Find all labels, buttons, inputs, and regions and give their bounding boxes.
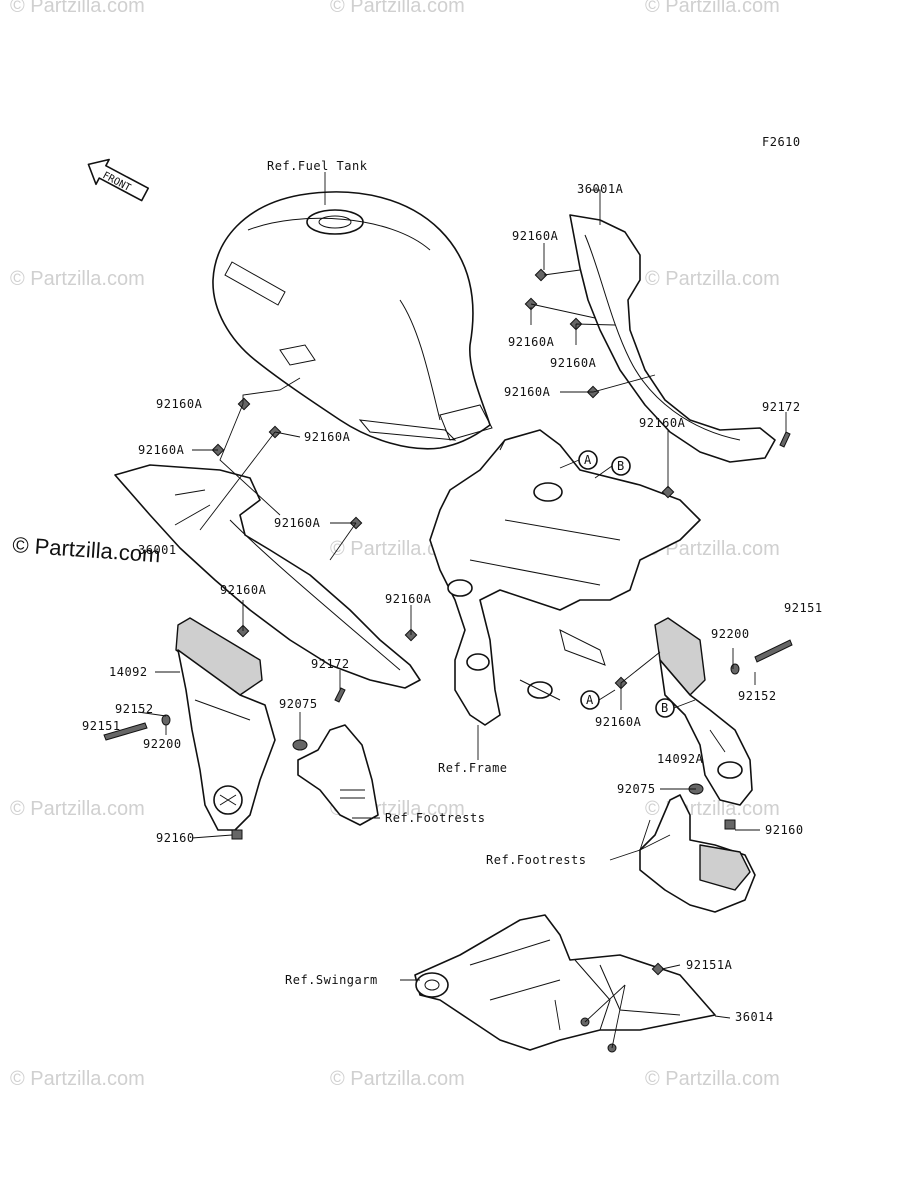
watermark: © Partzilla.com xyxy=(645,0,780,17)
footrest-bracket-left xyxy=(297,724,379,826)
part-92160A-label: 92160A xyxy=(595,715,642,729)
part-92160A-label: 92160A xyxy=(504,385,551,399)
leader-lines xyxy=(137,172,787,1049)
figure-code: F2610 xyxy=(762,135,801,149)
part-92151A-label: 92151A xyxy=(686,958,733,972)
reference-markers: A B A B xyxy=(559,450,696,718)
part-92151-label: 92151 xyxy=(784,601,823,615)
ref-footrests-label: Ref.Footrests xyxy=(486,853,586,867)
part-92200-label: 92200 xyxy=(711,627,750,641)
side-cover-right xyxy=(569,214,776,463)
hardware xyxy=(103,268,793,1053)
part-92160A-label: 92160A xyxy=(385,592,432,606)
part-92160A-label: 92160A xyxy=(156,397,203,411)
part-92075-label: 92075 xyxy=(617,782,656,796)
part-36001A-label: 36001A xyxy=(577,182,624,196)
part-92160A-label: 92160A xyxy=(304,430,351,444)
part-92160A-label: 92160A xyxy=(220,583,267,597)
marker-b-label: B xyxy=(661,701,669,715)
side-cover-left xyxy=(114,464,421,689)
part-36014-label: 36014 xyxy=(735,1010,774,1024)
front-arrow-icon: FRONT xyxy=(87,158,150,202)
callout-labels: Ref.Fuel Tank 36001A 92160A 92160A 92160… xyxy=(82,159,823,1024)
ref-swingarm-label: Ref.Swingarm xyxy=(285,973,378,987)
part-92160A-label: 92160A xyxy=(508,335,555,349)
part-14092-label: 14092 xyxy=(109,665,148,679)
part-92152-label: 92152 xyxy=(738,689,777,703)
part-92160A-label: 92160A xyxy=(138,443,185,457)
part-92160-label: 92160 xyxy=(765,823,804,837)
watermark: © Partzilla.com xyxy=(330,1068,465,1090)
ref-footrests-label: Ref.Footrests xyxy=(385,811,485,825)
heel-guard-left xyxy=(175,617,276,831)
part-36001-label: 36001 xyxy=(138,543,177,557)
part-92151-label: 92151 xyxy=(82,719,121,733)
marker-b-label: B xyxy=(617,459,625,473)
watermark: © Partzilla.com xyxy=(645,538,780,560)
marker-a-label: A xyxy=(586,693,594,707)
part-92200-label: 92200 xyxy=(143,737,182,751)
part-92160-label: 92160 xyxy=(156,831,195,845)
watermark: © Partzilla.com xyxy=(645,268,780,290)
heel-guard-right xyxy=(654,617,753,806)
part-14092A-label: 14092A xyxy=(657,752,704,766)
watermark-layer: © Partzilla.com © Partzilla.com © Partzi… xyxy=(10,0,780,1090)
footrest-bracket-right xyxy=(639,794,756,913)
watermark: © Partzilla.com xyxy=(330,0,465,17)
watermark: © Partzilla.com xyxy=(10,268,145,290)
watermark: © Partzilla.com xyxy=(10,0,145,17)
watermark: © Partzilla.com xyxy=(645,1068,780,1090)
part-92075-label: 92075 xyxy=(279,697,318,711)
part-92160A-label: 92160A xyxy=(639,416,686,430)
swingarm xyxy=(414,914,716,1051)
fuel-tank xyxy=(212,191,493,450)
watermark: © Partzilla.com xyxy=(10,1068,145,1090)
part-92172-label: 92172 xyxy=(762,400,801,414)
ref-fuel-tank-label: Ref.Fuel Tank xyxy=(267,159,368,173)
part-92160A-label: 92160A xyxy=(550,356,597,370)
part-92160A-label: 92160A xyxy=(512,229,559,243)
ref-frame-label: Ref.Frame xyxy=(438,761,508,775)
frame xyxy=(429,429,701,726)
marker-a-label: A xyxy=(584,453,592,467)
part-92172-label: 92172 xyxy=(311,657,350,671)
watermark: © Partzilla.com xyxy=(10,798,145,820)
part-92160A-label: 92160A xyxy=(274,516,321,530)
part-92152-label: 92152 xyxy=(115,702,154,716)
